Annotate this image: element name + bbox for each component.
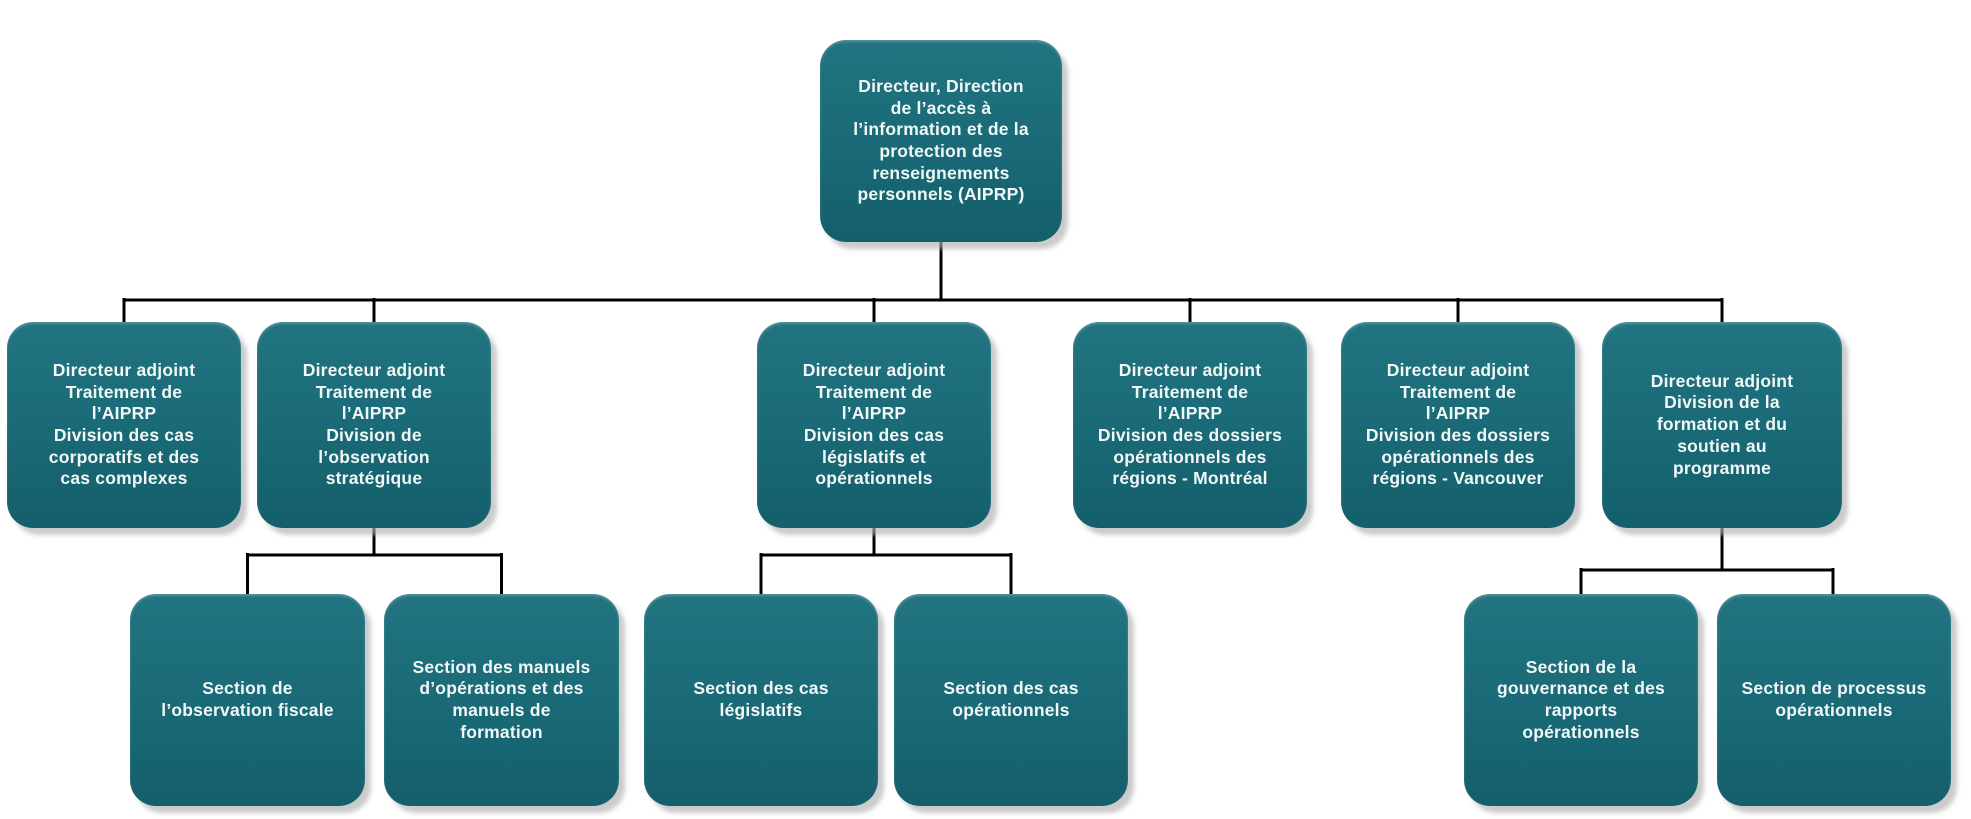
org-node-division-cas-corporatifs: Directeur adjoint Traitement de l’AIPRP … <box>7 322 241 528</box>
connector-root-to-level2 <box>122 242 1724 324</box>
org-node-section-processus-operationnels: Section de processus opérationnels <box>1717 594 1951 806</box>
org-node-section-cas-legislatifs: Section des cas législatifs <box>644 594 878 806</box>
connector-legislatifs-children <box>759 528 1013 596</box>
org-node-section-manuels-operations-formation: Section des manuels d’opérations et des … <box>384 594 619 806</box>
org-node-division-observation-strategique: Directeur adjoint Traitement de l’AIPRP … <box>257 322 491 528</box>
org-node-directeur-aiprp: Directeur, Direction de l’accès à l’info… <box>820 40 1062 242</box>
org-node-section-observation-fiscale: Section de l’observation fiscale <box>130 594 365 806</box>
org-node-division-formation-soutien: Directeur adjoint Division de la formati… <box>1602 322 1842 528</box>
org-node-section-cas-operationnels: Section des cas opérationnels <box>894 594 1128 806</box>
org-node-section-gouvernance-rapports: Section de la gouvernance et des rapport… <box>1464 594 1698 806</box>
org-node-division-dossiers-montreal: Directeur adjoint Traitement de l’AIPRP … <box>1073 322 1307 528</box>
org-node-division-dossiers-vancouver: Directeur adjoint Traitement de l’AIPRP … <box>1341 322 1575 528</box>
org-node-division-cas-legislatifs-operationnels: Directeur adjoint Traitement de l’AIPRP … <box>757 322 991 528</box>
connector-formation-children <box>1579 528 1835 596</box>
connector-strategique-children <box>246 528 503 596</box>
